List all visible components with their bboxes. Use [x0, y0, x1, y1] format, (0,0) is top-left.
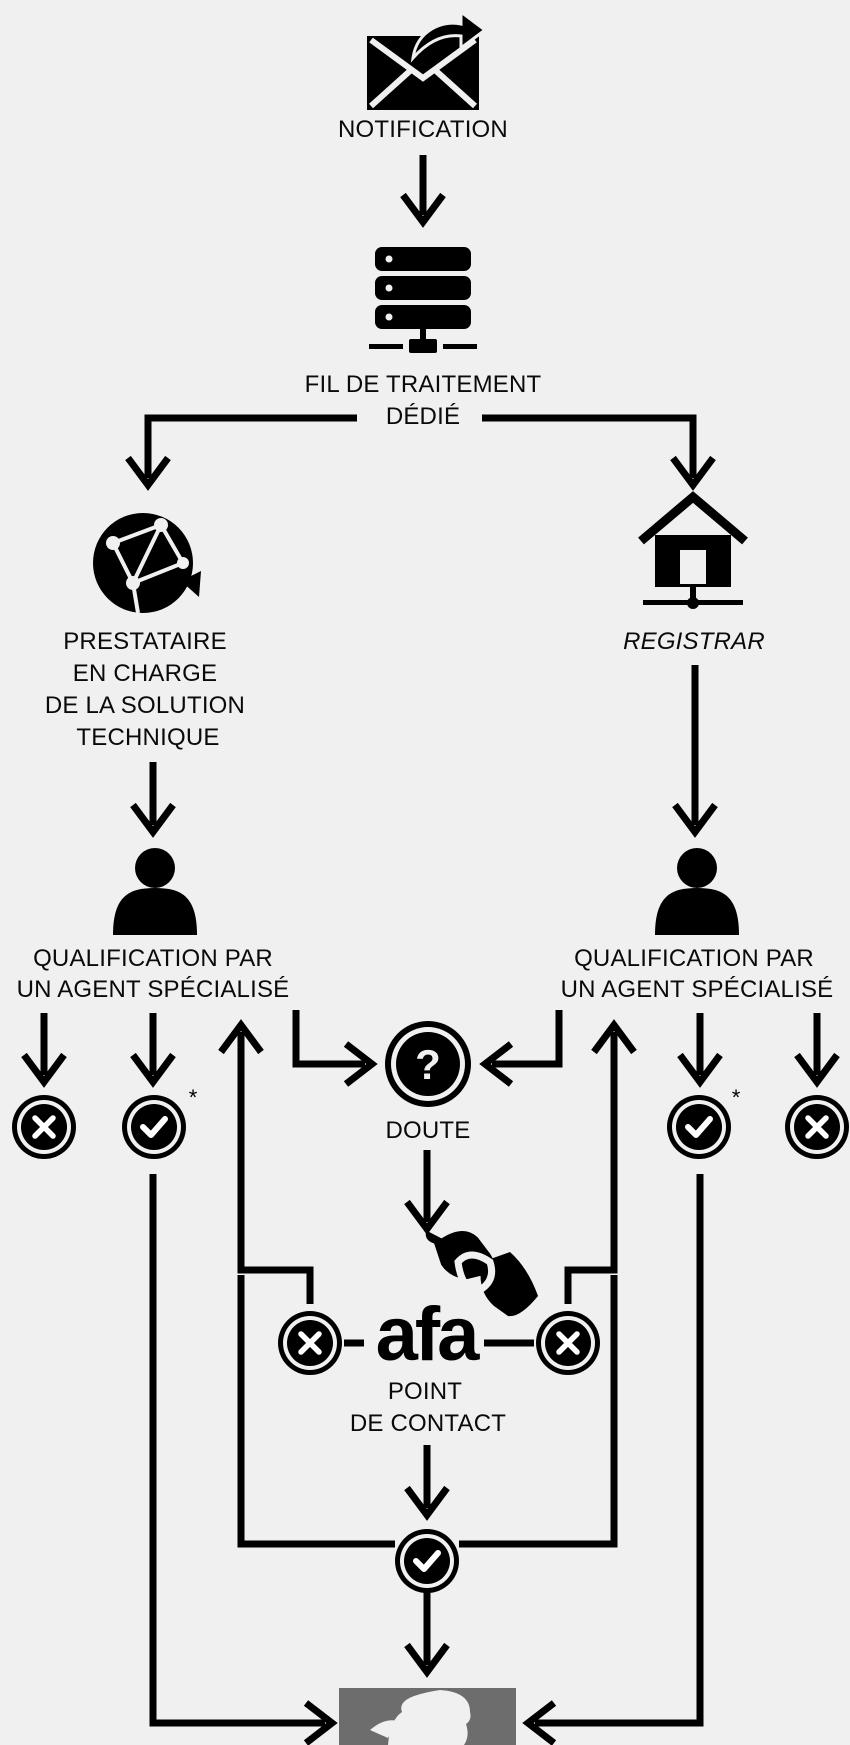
person-icon	[113, 848, 197, 935]
notification-label: NOTIFICATION	[338, 116, 508, 143]
connectors	[21, 155, 840, 1745]
server-icon	[369, 247, 477, 353]
question-icon: ?	[385, 1021, 471, 1107]
marianne-logo	[339, 1688, 516, 1745]
approve-icon	[122, 1095, 186, 1159]
asterisk-left: *	[189, 1085, 198, 1110]
qualification-left-label-1: QUALIFICATION PAR	[33, 945, 273, 972]
envelope-icon	[367, 9, 488, 110]
registrar-label: REGISTRAR	[623, 628, 765, 655]
globe-network-icon	[93, 513, 201, 614]
contact-point-label-2: DE CONTACT	[350, 1410, 506, 1437]
qualification-right-label-2: UN AGENT SPÉCIALISÉ	[561, 976, 834, 1003]
processing-line-label-2: DÉDIÉ	[386, 403, 460, 430]
reject-icon	[785, 1095, 849, 1159]
qualification-left-label-2: UN AGENT SPÉCIALISÉ	[17, 976, 290, 1003]
person-icon	[655, 848, 739, 935]
house-network-icon	[638, 491, 748, 609]
afa-logo-text: afa	[376, 1292, 481, 1377]
approve-icon	[395, 1529, 459, 1593]
reject-icon	[12, 1095, 76, 1159]
provider-label-1: PRESTATAIRE	[63, 628, 227, 655]
svg-text:?: ?	[415, 1041, 441, 1088]
reject-icon	[536, 1311, 600, 1375]
processing-line-label-1: FIL DE TRAITEMENT	[305, 371, 542, 398]
provider-label-2: EN CHARGE	[73, 660, 218, 687]
afa-logo: afa	[376, 1230, 538, 1377]
provider-label-3: DE LA SOLUTION	[45, 692, 245, 719]
provider-label-4: TECHNIQUE	[76, 724, 219, 751]
doubt-label: DOUTE	[386, 1117, 471, 1144]
approve-icon	[667, 1095, 731, 1159]
asterisk-right: *	[732, 1085, 741, 1110]
contact-point-label-1: POINT	[388, 1378, 462, 1405]
qualification-right-label-1: QUALIFICATION PAR	[574, 945, 814, 972]
reject-icon	[278, 1311, 342, 1375]
